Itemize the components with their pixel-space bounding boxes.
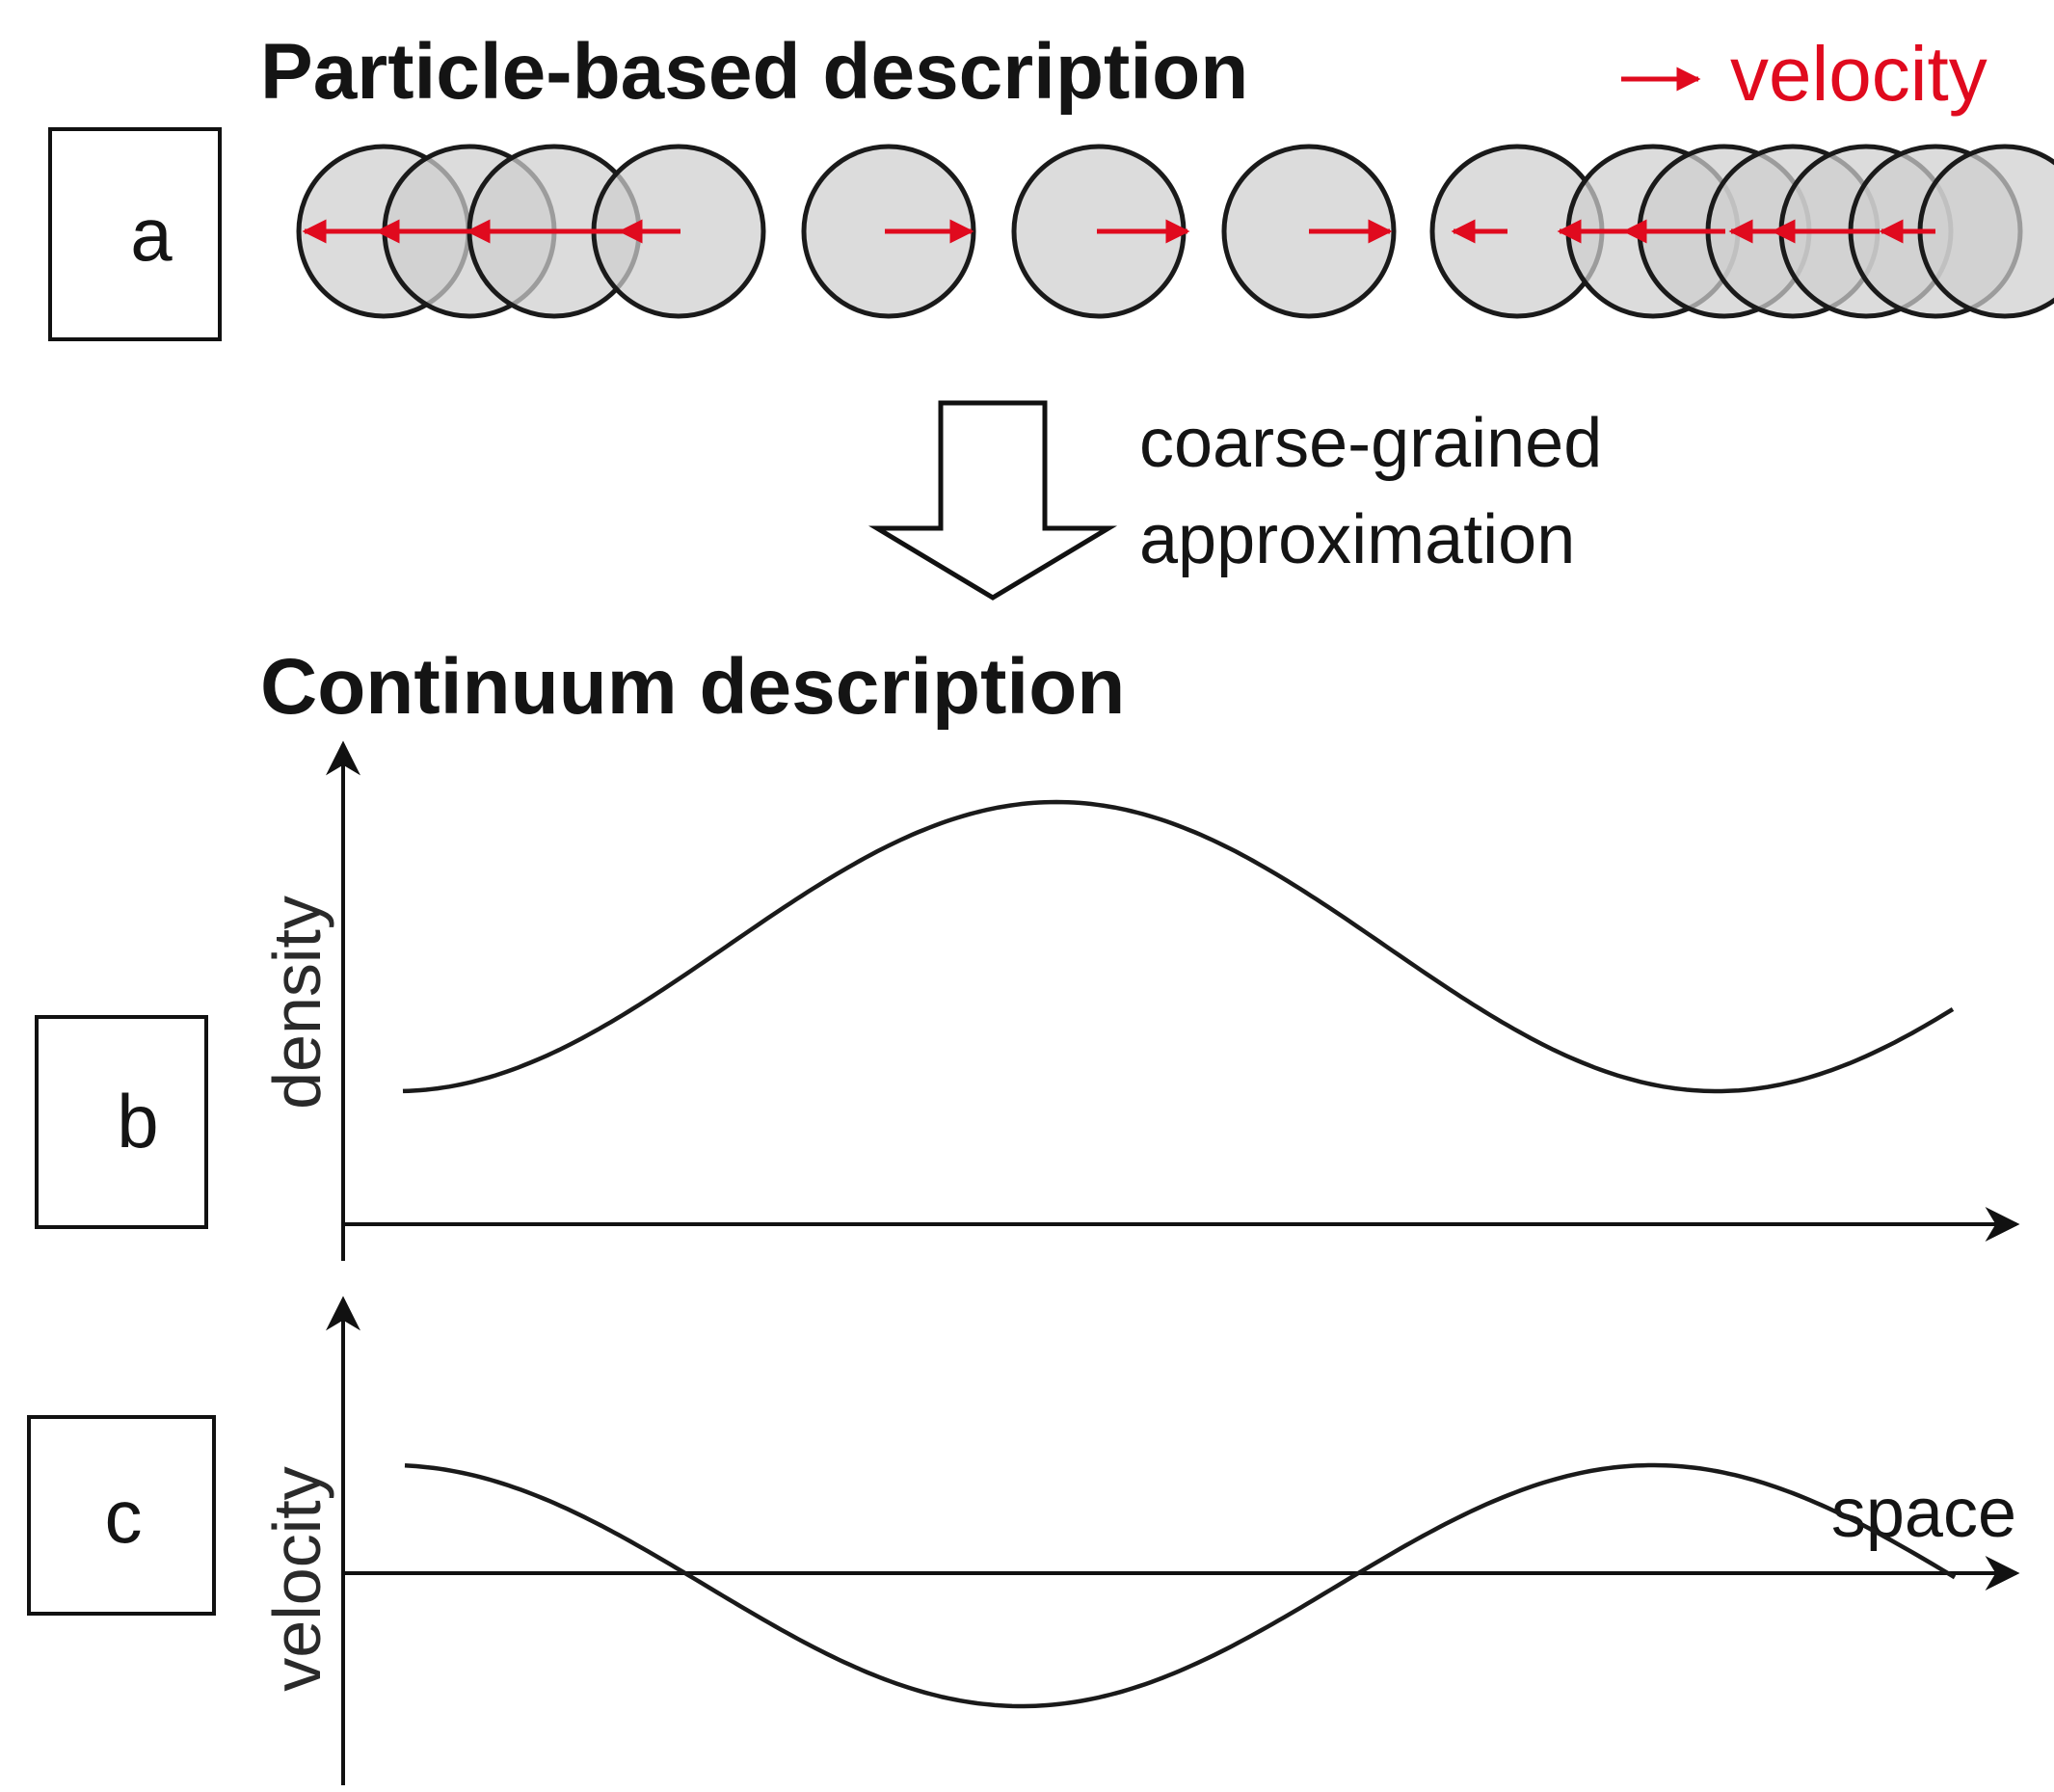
panel-b-label: b — [117, 1079, 158, 1163]
coarse-grain-down-arrow-icon — [867, 400, 1118, 601]
continuum-heading: Continuum description — [260, 643, 1125, 731]
transition-line-2: approximation — [1139, 501, 1575, 578]
velocity-curve — [404, 1462, 1957, 1709]
space-axis-label: space — [1831, 1475, 2016, 1552]
panel-c-label-box — [27, 1415, 216, 1616]
panel-b-label-box — [35, 1015, 208, 1229]
particle-heading: Particle-based description — [260, 28, 1248, 116]
legend-label: velocity — [1730, 31, 1987, 117]
density-axis-label: density — [259, 896, 334, 1110]
velocity-axis-label: velocity — [259, 1466, 334, 1691]
velocity-legend: velocity — [1621, 31, 1987, 117]
panel-a-label-box — [48, 127, 222, 341]
panel-c-label: c — [105, 1474, 143, 1559]
transition-line-1: coarse-grained — [1139, 405, 1602, 482]
density-curve — [402, 799, 1955, 1094]
panel-a-label: a — [130, 192, 173, 277]
